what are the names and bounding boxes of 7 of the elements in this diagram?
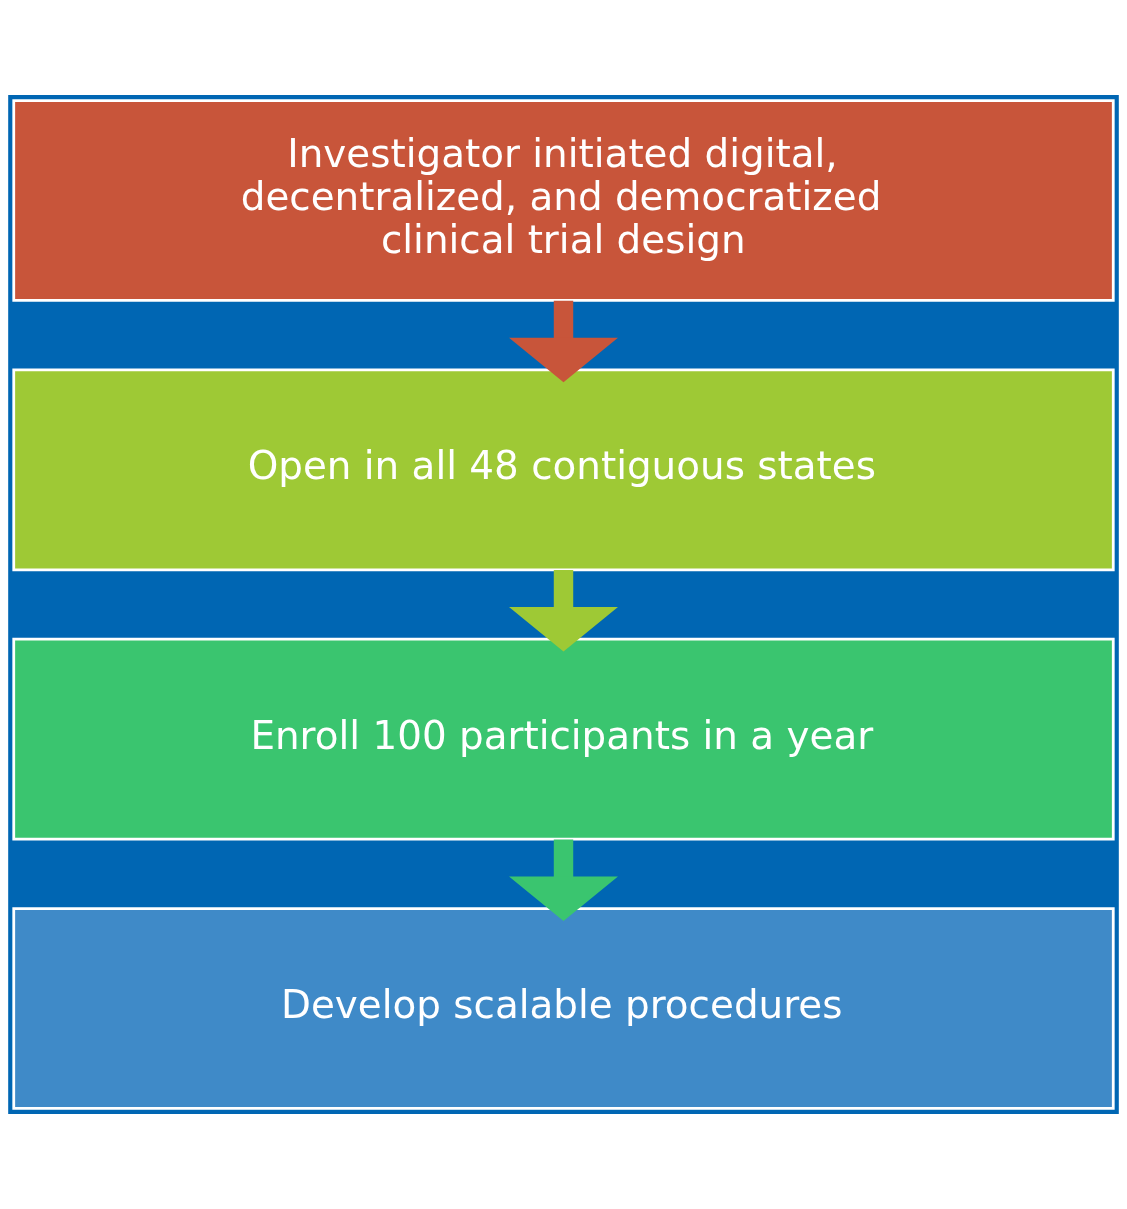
arrow [509,570,618,652]
arrow [509,839,618,921]
node-box: Enroll 100 participants in a year [12,637,1115,841]
arrow [509,300,618,383]
node-box: Investigator initiated digital, decentralized, and democratized clinical trial design [12,99,1115,302]
node-box: Develop scalable procedures [12,907,1115,1110]
node-box: Open in all 48 contiguous states [12,368,1115,572]
